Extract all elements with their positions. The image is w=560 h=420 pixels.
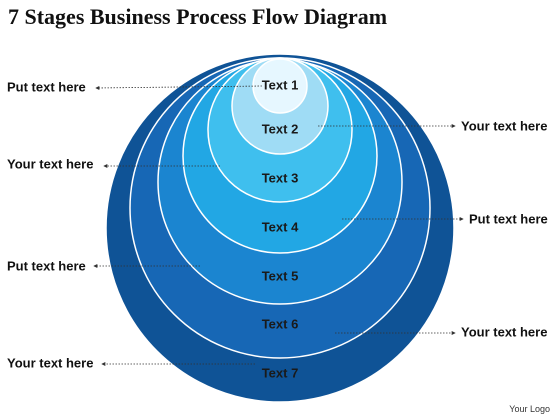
left-label-3: Put text here xyxy=(7,258,86,274)
left-label-4: Your text here xyxy=(7,355,94,371)
right-label-1: Your text here xyxy=(461,118,548,134)
stage-label-7: Text 7 xyxy=(261,365,299,381)
left-label-1: Put text here xyxy=(7,79,86,95)
stage-ring-1 xyxy=(252,58,308,114)
connector-left-1 xyxy=(95,85,263,90)
stage-label-2: Text 2 xyxy=(261,121,299,137)
logo-text: Your Logo xyxy=(509,404,550,414)
right-label-3: Your text here xyxy=(461,324,548,340)
connector-group xyxy=(93,85,464,366)
stage-label-4: Text 4 xyxy=(261,219,299,235)
stage-label-1: Text 1 xyxy=(261,77,299,93)
page-title: 7 Stages Business Process Flow Diagram xyxy=(8,4,388,29)
left-label-2: Your text here xyxy=(7,156,94,172)
stage-label-5: Text 5 xyxy=(261,268,299,284)
stage-label-6: Text 6 xyxy=(261,316,299,332)
stage-label-3: Text 3 xyxy=(261,170,299,186)
right-label-2: Put text here xyxy=(469,211,548,227)
ring-group xyxy=(105,53,455,403)
